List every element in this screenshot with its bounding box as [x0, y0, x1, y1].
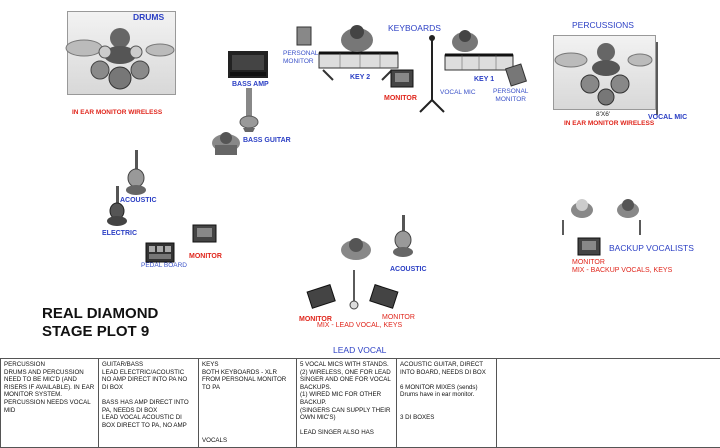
guitar-bass-cell: GUITAR/BASS LEAD ELECTRIC/ACOUSTIC NO AM…: [99, 359, 199, 448]
acoustic-center-label: ACOUSTIC: [390, 266, 427, 273]
keys-cell: KEYS BOTH KEYBOARDS - XLR FROM PERSONAL …: [199, 359, 297, 448]
empty-cell: [497, 359, 720, 448]
bass-guitar-stand-icon: [240, 88, 258, 132]
backup-vocalist-left-icon: [571, 199, 593, 218]
acoustic-left-label: ACOUSTIC: [120, 197, 157, 204]
page-title: REAL DIAMOND STAGE PLOT 9: [42, 305, 158, 341]
personal-monitor-left-label: PERSONAL MONITOR: [283, 50, 318, 66]
mix-backup-label: MIX - BACKUP VOCALS, KEYS: [572, 267, 672, 274]
monitor-guitar-icon: [193, 225, 216, 242]
vocals-cell: 5 VOCAL MICS WITH STANDS. (2) WIRELESS, …: [297, 359, 397, 448]
stage-plot: DRUMS IN EAR MONITOR WIRELESS BASS AMP B…: [0, 0, 720, 358]
personal-monitor-right-label: PERSONAL MONITOR: [493, 88, 528, 104]
title-line-1: REAL DIAMOND: [42, 305, 158, 323]
acoustic-guitar-left-icon: [126, 150, 146, 195]
bass-guitar-label: BASS GUITAR: [243, 137, 291, 144]
riser-size-label: 8'X6': [596, 112, 610, 119]
perc-iem-label: IN EAR MONITOR WIRELESS: [564, 121, 654, 128]
monitor-keys-icon: [391, 70, 413, 87]
table-row: PERCUSSION DRUMS AND PERCUSSION NEED TO …: [1, 359, 720, 448]
keyboards-label: KEYBOARDS: [388, 24, 441, 33]
key1-label: KEY 1: [474, 76, 494, 83]
monitor-lead-left-icon: [307, 285, 335, 309]
title-line-2: STAGE PLOT 9: [42, 323, 158, 341]
personal-monitor-left-icon: [297, 27, 311, 45]
requirements-table: PERCUSSION DRUMS AND PERCUSSION NEED TO …: [0, 358, 720, 448]
bass-amp-icon: [228, 51, 268, 78]
monitor-backup-label: MONITOR: [572, 259, 605, 266]
backup-vocalist-right-icon: [617, 199, 639, 218]
monitor-backup-icon: [578, 238, 600, 255]
keyboard-left-icon: [319, 25, 398, 80]
drums-label: DRUMS: [133, 13, 164, 22]
key2-label: KEY 2: [350, 74, 370, 81]
lead-mic-stand-icon: [350, 270, 358, 309]
monitor-guitar-label: MONITOR: [189, 253, 222, 260]
backup-vocalists-label: BACKUP VOCALISTS: [609, 244, 694, 253]
percussions-label: PERCUSSIONS: [572, 21, 634, 30]
keyboard-right-icon: [445, 30, 513, 70]
mix-lead-label: MIX - LEAD VOCAL, KEYS: [317, 322, 402, 329]
vocal-mic-stand-icon: [420, 35, 444, 112]
percussion-cell: PERCUSSION DRUMS AND PERCUSSION NEED TO …: [1, 359, 99, 448]
electric-label: ELECTRIC: [102, 230, 137, 237]
bass-player-icon: [212, 132, 240, 155]
acoustic-guitar-center-icon: [393, 215, 413, 257]
lead-singer-icon: [341, 238, 371, 260]
monitor-lead-right-label: MONITOR: [382, 314, 415, 321]
drums-iem-label: IN EAR MONITOR WIRELESS: [72, 110, 162, 117]
electric-guitar-icon: [107, 186, 127, 226]
vocal-mic-keys-label: VOCAL MIC: [440, 90, 476, 97]
pedal-board-label: PEDAL BOARD: [141, 263, 187, 270]
lead-vocal-label: LEAD VOCAL: [333, 346, 386, 355]
percussion-kit-icon: [555, 43, 652, 105]
monitor-lead-right-icon: [370, 285, 398, 309]
misc-cell: ACOUSTIC GUITAR, DIRECT INTO BOARD, NEED…: [397, 359, 497, 448]
pedal-board-icon: [146, 243, 174, 262]
monitor-keys-label: MONITOR: [384, 95, 417, 102]
bass-amp-label: BASS AMP: [232, 81, 269, 88]
drum-kit-icon: [66, 28, 174, 89]
